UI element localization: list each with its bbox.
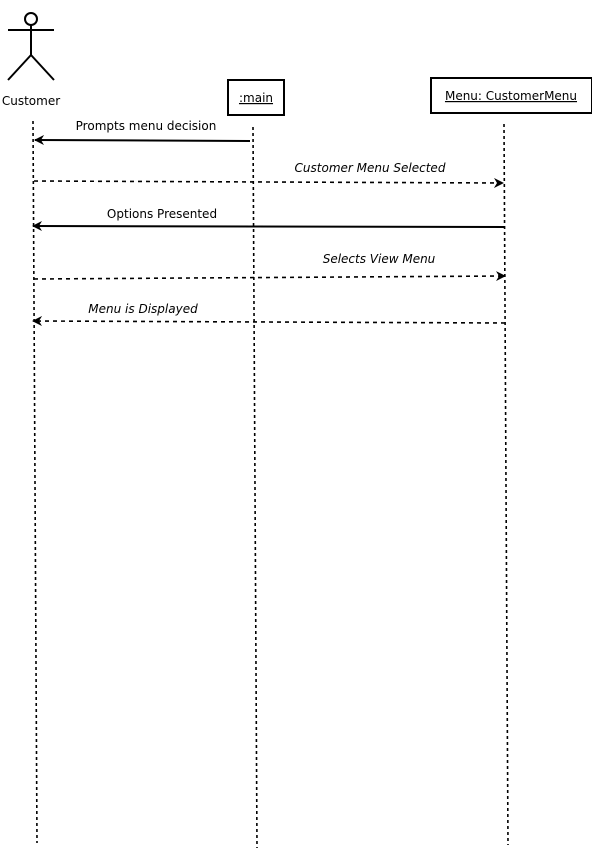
message-prompts-menu-decision: Prompts menu decision: [34, 119, 251, 146]
object-main-label: :main: [239, 91, 273, 105]
object-customer-menu: Menu: CustomerMenu: [430, 77, 592, 114]
message-menu-is-displayed: Menu is Displayed: [32, 302, 506, 327]
message-arrow: [34, 135, 251, 146]
actor-right-leg: [30, 54, 55, 81]
actor-label: Customer: [2, 94, 60, 108]
object-customer-menu-label: Menu: CustomerMenu: [445, 89, 577, 103]
customer-actor: Customer: [2, 12, 60, 108]
object-customer-menu-box: [430, 77, 592, 114]
object-main: :main: [227, 79, 285, 116]
lifeline-main: [252, 126, 258, 849]
message-label: Customer Menu Selected: [295, 161, 446, 175]
message-customer-menu-selected: Customer Menu Selected: [33, 161, 504, 188]
lifeline-customer: [32, 120, 38, 844]
message-arrow: [32, 316, 506, 327]
actor-head-icon: [24, 12, 38, 26]
message-label: Menu is Displayed: [88, 302, 198, 316]
message-label: Prompts menu decision: [76, 119, 217, 133]
lifeline-customer-menu: [503, 123, 509, 846]
message-arrow: [32, 221, 506, 232]
message-label: Selects View Menu: [323, 252, 436, 266]
message-options-presented: Options Presented: [32, 207, 506, 232]
message-arrow: [33, 271, 506, 282]
object-main-box: [227, 79, 285, 116]
actor-left-leg: [7, 54, 32, 81]
message-label: Options Presented: [107, 207, 217, 221]
message-arrow: [33, 177, 504, 188]
message-selects-view-menu: Selects View Menu: [33, 252, 506, 282]
